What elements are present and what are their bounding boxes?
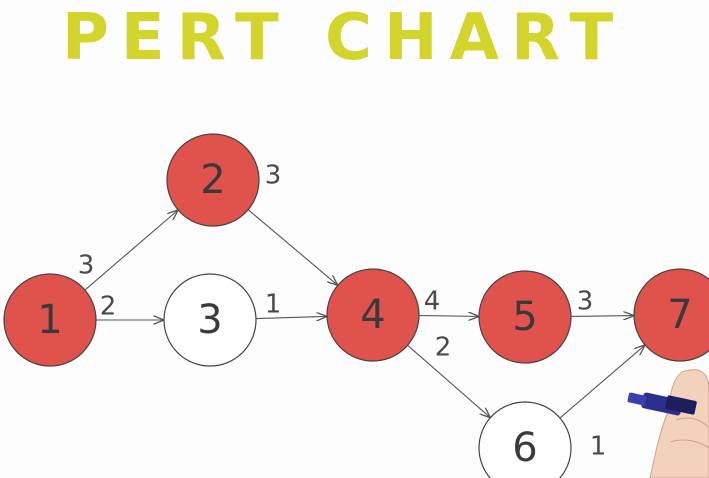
- node-circle: [478, 401, 572, 478]
- node-label: 3: [197, 297, 222, 343]
- edge-duration-label: 2: [435, 333, 452, 363]
- edge-duration-label: 3: [265, 161, 282, 191]
- node-1: 1: [3, 273, 97, 367]
- node-3: 3: [163, 273, 257, 367]
- node-label: 6: [512, 425, 537, 471]
- edge-4-6: [407, 344, 490, 417]
- node-label: 4: [360, 292, 385, 338]
- edge-duration-label: 4: [424, 287, 441, 317]
- node-label: 5: [512, 294, 537, 340]
- edge-4-5: [418, 316, 478, 317]
- node-5: 5: [478, 270, 572, 364]
- node-circle: [326, 268, 420, 362]
- node-circle: [633, 268, 709, 362]
- edge-duration-label: 1: [265, 290, 282, 320]
- edge-duration-label: 3: [78, 251, 95, 281]
- edge-6-7: [559, 346, 644, 419]
- edge-duration-label: 2: [100, 292, 117, 322]
- node-circle: [166, 133, 260, 227]
- edge-5-7: [570, 316, 633, 317]
- edge-1-2: [84, 211, 177, 291]
- edge-2-4: [247, 209, 337, 285]
- node-label: 1: [37, 297, 62, 343]
- node-7: 7: [633, 268, 709, 362]
- node-circle: [478, 270, 572, 364]
- node-circle: [163, 273, 257, 367]
- edge-duration-label: 1: [590, 432, 607, 462]
- hand-holding-marker-icon: [627, 369, 709, 478]
- node-4: 4: [326, 268, 420, 362]
- node-label: 7: [667, 292, 692, 338]
- node-2: 2: [166, 133, 260, 227]
- edge-duration-label: 3: [577, 287, 594, 317]
- node-label: 2: [200, 157, 225, 203]
- edge-3-4: [255, 316, 326, 318]
- node-circle: [3, 273, 97, 367]
- node-6: 6: [478, 401, 572, 478]
- page-title: PERT CHART: [62, 1, 626, 75]
